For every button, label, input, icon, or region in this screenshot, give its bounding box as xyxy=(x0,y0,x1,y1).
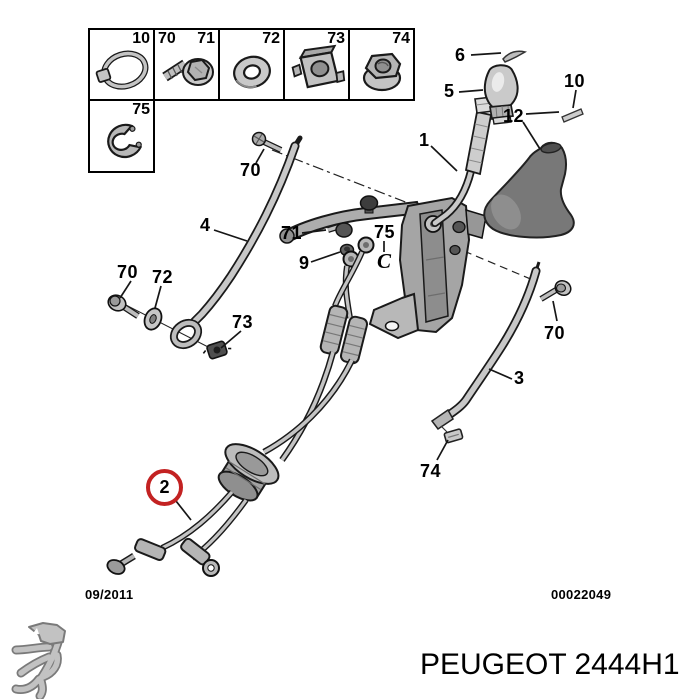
bolt-71-part xyxy=(327,222,353,238)
grid-box-number: 72 xyxy=(262,30,280,47)
gear-lever-base-bracket xyxy=(279,195,487,340)
peugeot-lion-logo xyxy=(11,622,66,699)
flange-nut-icon xyxy=(362,52,402,92)
cage-nut-clip-icon xyxy=(291,44,346,89)
callout-74: 74 xyxy=(420,461,442,481)
bolt-70-left xyxy=(107,294,140,319)
part-1-gear-lever xyxy=(431,96,494,227)
part-10-pin xyxy=(561,108,584,123)
grid-box-75: 75 xyxy=(88,99,155,173)
clip-74-part xyxy=(443,428,464,444)
grid-box-70-71: 70 71 xyxy=(153,28,220,101)
grid-box-number: 10 xyxy=(132,30,150,47)
callout-73: 73 xyxy=(232,312,254,332)
callout-75: 75 xyxy=(374,222,396,242)
diagram-date: 09/2011 xyxy=(85,587,134,602)
bolt-70-top xyxy=(251,131,283,153)
clip-nut-73-part xyxy=(202,340,232,360)
bolt-70-right xyxy=(539,279,572,302)
part-3-link-rod xyxy=(430,261,541,433)
callout-6: 6 xyxy=(455,45,466,65)
highlighted-callout-2-circle: 2 xyxy=(146,469,183,506)
diagram-code: 00022049 xyxy=(551,587,612,602)
callout-4: 4 xyxy=(200,215,211,235)
part-5-gear-knob xyxy=(483,64,519,125)
callout-2: 2 xyxy=(159,477,170,497)
grid-box-73: 73 xyxy=(283,28,350,101)
callout-70-left: 70 xyxy=(117,262,139,282)
callout-71: 71 xyxy=(281,223,303,243)
brand-part-number: PEUGEOT 2444H1 xyxy=(420,648,680,681)
grid-box-72: 72 xyxy=(218,28,285,101)
grid-box-number: 75 xyxy=(132,101,150,118)
callout-70-right: 70 xyxy=(544,323,566,343)
washer-72-part xyxy=(143,307,163,331)
callout-leader-lines xyxy=(119,52,577,521)
callout-1: 1 xyxy=(419,130,430,150)
callout-72: 72 xyxy=(152,267,174,287)
washer-icon xyxy=(233,55,271,89)
part-6-clip xyxy=(502,50,527,63)
grid-box-number: 71 xyxy=(197,30,215,47)
cable-tie-ring-icon xyxy=(95,50,149,90)
callout-12: 12 xyxy=(503,106,525,126)
callout-9: 9 xyxy=(299,253,310,273)
grid-box-number: 70 xyxy=(158,30,176,47)
callout-3: 3 xyxy=(514,368,525,388)
callout-70-top: 70 xyxy=(240,160,262,180)
callout-10: 10 xyxy=(564,71,586,91)
callout-5: 5 xyxy=(444,81,455,101)
flanged-bolt-icon xyxy=(162,58,214,86)
grid-box-number: 73 xyxy=(327,30,345,47)
part-4-selector-rod xyxy=(169,135,303,350)
grid-box-74: 74 xyxy=(348,28,415,101)
clip-symbol: C xyxy=(377,249,392,273)
part-12-gaiter-boot xyxy=(483,141,575,239)
grid-box-10: 10 xyxy=(88,28,155,101)
e-clip-icon xyxy=(107,123,143,159)
grid-box-number: 74 xyxy=(392,30,410,47)
part-2-gear-cables xyxy=(106,236,375,577)
